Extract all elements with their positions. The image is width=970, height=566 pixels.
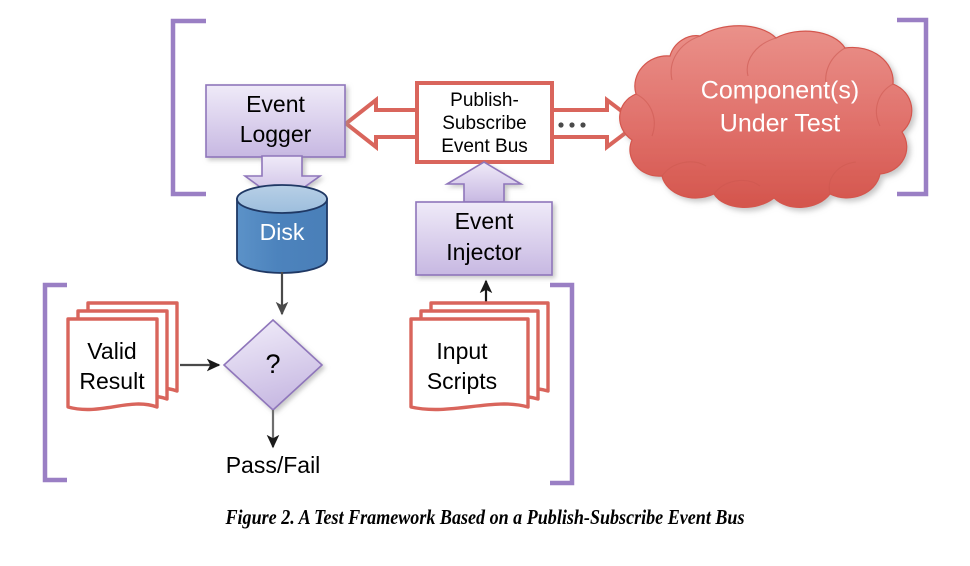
bracket-top-left: [170, 18, 206, 197]
component-under-test-label-line1: Component(s): [701, 77, 859, 105]
disk-label: Disk: [260, 219, 305, 245]
valid-result-label-line1: Valid: [87, 338, 136, 364]
component-under-test-label-line2: Under Test: [720, 110, 840, 138]
input-scripts-documents: [409, 301, 550, 412]
component-under-test-cloud: [619, 25, 913, 208]
bus-ellipsis: [558, 122, 586, 128]
disk-cylinder: [236, 184, 328, 274]
bracket-bottom-left: [42, 282, 67, 483]
event-logger-label-line1: Event: [246, 91, 305, 117]
event-injector-label-line2: Injector: [446, 239, 522, 265]
decision-label: ?: [265, 349, 280, 379]
bracket-bottom-right: [550, 282, 575, 486]
bus-to-component-arrow: [549, 95, 642, 152]
figure-caption: Figure 2. A Test Framework Based on a Pu…: [225, 505, 745, 529]
event-injector-box: [415, 201, 553, 276]
valid-result-documents: [66, 301, 179, 412]
event-bus-label-line2: Subscribe: [442, 113, 527, 134]
event-injector-label-line1: Event: [455, 208, 514, 234]
bracket-top-right: [897, 17, 929, 197]
event-bus-box: [415, 81, 554, 164]
input-scripts-label-line2: Scripts: [427, 368, 497, 394]
injector-to-bus-arrow: [444, 161, 524, 203]
event-logger-label-line2: Logger: [240, 121, 312, 147]
outcome-label: Pass/Fail: [226, 452, 321, 478]
valid-result-label-line2: Result: [79, 368, 145, 394]
event-bus-label-line3: Event Bus: [441, 136, 528, 157]
bus-to-logger-arrow: [342, 95, 420, 152]
input-scripts-label-line1: Input: [436, 338, 488, 364]
event-bus-label-line1: Publish-: [450, 90, 519, 111]
